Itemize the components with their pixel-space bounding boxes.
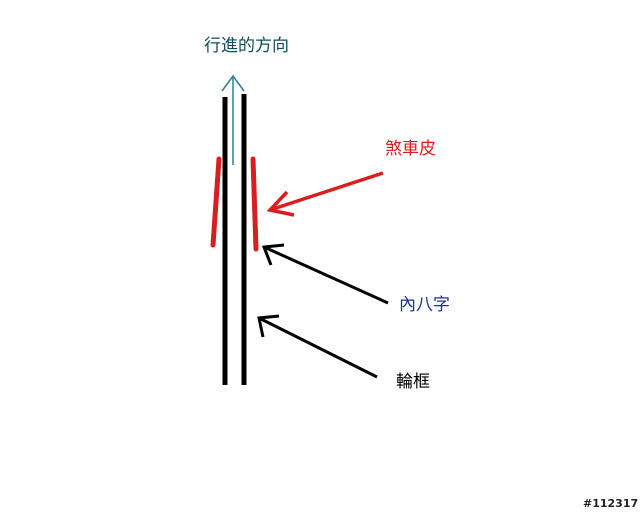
brake-pad-pointer-head xyxy=(266,190,295,217)
brake-pad-label: 煞車皮 xyxy=(385,139,436,159)
direction-arrow-head xyxy=(221,74,245,92)
direction-label: 行進的方向 xyxy=(204,36,289,56)
toe-in-pointer-head xyxy=(261,243,285,266)
rim-pointer-line xyxy=(258,316,378,379)
brake-pad-left xyxy=(210,156,222,248)
toe-in-label: 內八字 xyxy=(399,295,450,315)
rim-pointer-head xyxy=(257,314,280,338)
watermark: #112317 xyxy=(583,497,639,510)
toe-in-pointer-line xyxy=(263,245,389,305)
brake-pad-pointer-line xyxy=(269,171,384,212)
brake-pad-right xyxy=(250,156,259,252)
rim-label: 輪框 xyxy=(396,372,430,392)
